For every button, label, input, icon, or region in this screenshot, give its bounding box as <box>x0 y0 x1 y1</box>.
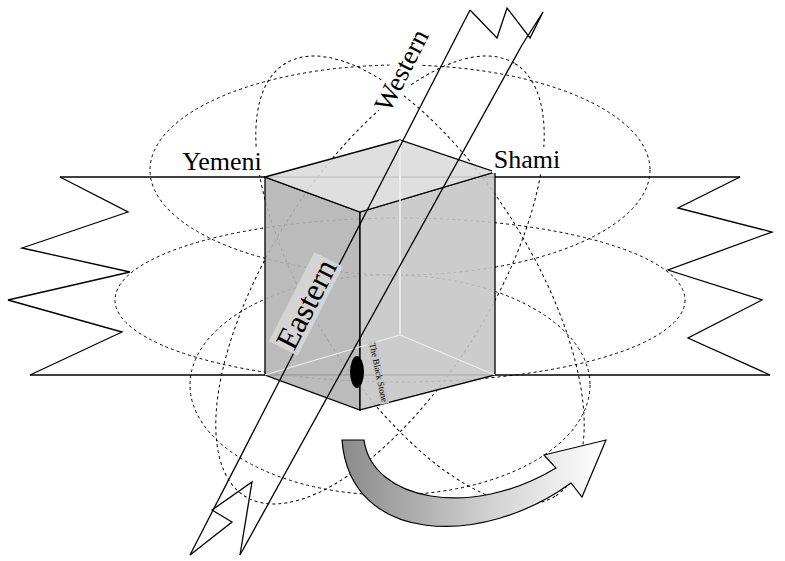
circulation-arrow <box>342 440 606 526</box>
cube-face <box>265 140 495 212</box>
cube-face <box>360 172 495 410</box>
plane-zigzag <box>470 8 543 45</box>
stone-label: The Black Stone <box>367 340 389 404</box>
hidden-edge <box>400 335 495 375</box>
plane-zigzag <box>8 177 130 375</box>
corner-name: Yemeni <box>180 149 264 175</box>
orbit-loop <box>152 5 609 554</box>
kaaba-cube <box>265 140 495 410</box>
wall-name: Eastern <box>269 252 343 356</box>
orbit-loop <box>192 5 649 554</box>
plane-edge <box>190 10 470 555</box>
cube-face <box>265 177 360 410</box>
corner-name: Shami <box>492 147 562 173</box>
black-stone <box>350 356 364 388</box>
hidden-edge <box>399 140 401 335</box>
wall-name: Western <box>369 23 435 117</box>
orbit-loops <box>115 5 685 554</box>
plane-zigzag <box>668 177 772 375</box>
plane-zigzag <box>190 482 252 555</box>
